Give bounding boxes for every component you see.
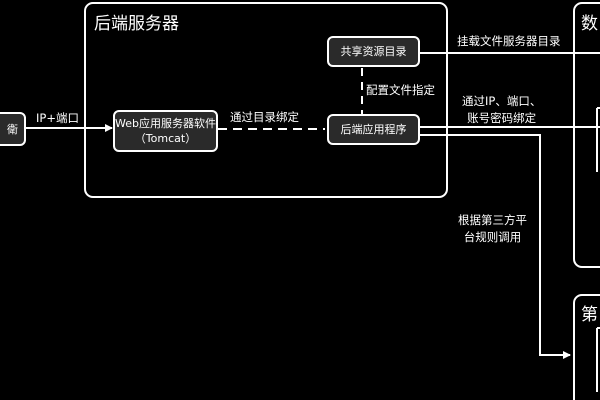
web-server-node: Web应用服务器软件 （Tomcat） xyxy=(113,110,218,152)
backend-server-container: 后端服务器 xyxy=(84,2,448,198)
database-title: 数 xyxy=(581,14,598,34)
edge-label-mount-dir: 挂载文件服务器目录 xyxy=(457,34,561,48)
shared-dir-node: 共享资源目录 xyxy=(327,36,420,67)
edge-third-party-call xyxy=(420,134,571,359)
shared-dir-label: 共享资源目录 xyxy=(340,45,407,58)
third-party-title: 第 xyxy=(581,305,598,325)
edge-label-db-bind-line1: 通过IP、端口、 xyxy=(462,94,542,108)
web-server-label-line1: Web应用服务器软件 xyxy=(115,117,216,130)
frontend-node: 衛 xyxy=(0,112,26,146)
web-server-label-line2: （Tomcat） xyxy=(134,132,197,145)
backend-app-label: 后端应用程序 xyxy=(340,123,407,136)
backend-app-node: 后端应用程序 xyxy=(327,114,420,145)
edge-label-third-party-call-line1: 根据第三方平 xyxy=(458,213,527,227)
backend-server-title: 后端服务器 xyxy=(94,14,179,34)
third-party-container: 第 xyxy=(573,294,600,400)
frontend-label: 衛 xyxy=(7,122,18,136)
edge-label-third-party-call: 根据第三方平 台规则调用 xyxy=(458,212,527,246)
edge-label-ip-port: IP+端口 xyxy=(36,111,79,125)
edge-label-db-bind: 通过IP、端口、 账号密码绑定 xyxy=(462,93,541,127)
edge-label-db-bind-line2: 账号密码绑定 xyxy=(467,111,537,125)
edge-label-dir-binding: 通过目录绑定 xyxy=(230,110,299,124)
edge-label-config-path: 配置文件指定 xyxy=(366,83,435,97)
database-container: 数 xyxy=(573,2,600,268)
edge-label-third-party-call-line2: 台规则调用 xyxy=(463,230,522,244)
